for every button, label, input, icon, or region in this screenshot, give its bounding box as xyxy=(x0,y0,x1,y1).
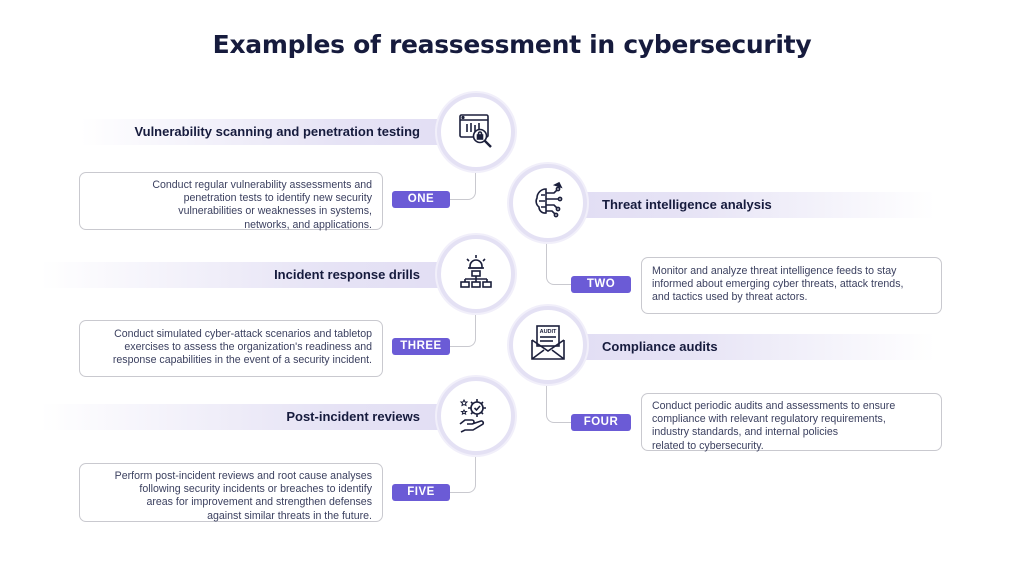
description-four-line: Conduct periodic audits and assessments … xyxy=(652,400,896,412)
heading-two: Threat intelligence analysis xyxy=(602,197,772,212)
description-five-line: following security incidents or breaches… xyxy=(139,483,372,496)
description-four-line: compliance with relevant regulatory requ… xyxy=(652,413,886,426)
description-three-line: Conduct simulated cyber-attack scenarios… xyxy=(114,328,372,340)
badge-one: ONE xyxy=(392,191,450,208)
heading-five: Post-incident reviews xyxy=(286,409,420,424)
badge-two: TWO xyxy=(571,276,631,293)
hand-gear-icon xyxy=(456,394,496,439)
brain-circuit-icon xyxy=(528,181,568,226)
badge-five: FIVE xyxy=(392,484,450,501)
audit-icon-label: AUDIT xyxy=(540,329,557,335)
badge-four: FOUR xyxy=(571,414,631,431)
band-one xyxy=(80,119,450,145)
description-one-line: Conduct regular vulnerability assessment… xyxy=(152,179,372,191)
description-two-line: informed about emerging cyber threats, a… xyxy=(652,278,904,291)
circle-five xyxy=(437,377,515,455)
description-three-line: response capabilities in the event of a … xyxy=(112,354,372,367)
description-five-line: against similar threats in the future. xyxy=(207,509,372,522)
circle-three xyxy=(437,235,515,313)
connector-five xyxy=(450,455,476,493)
connector-three xyxy=(450,312,476,347)
circle-two xyxy=(509,164,587,242)
description-two-line: Monitor and analyze threat intelligence … xyxy=(652,265,897,277)
description-two: Monitor and analyze threat intelligence … xyxy=(641,257,942,314)
badge-three: THREE xyxy=(392,338,450,355)
heading-three: Incident response drills xyxy=(274,267,420,282)
band-two xyxy=(580,192,935,218)
description-four-line: industry standards, and internal policie… xyxy=(652,426,839,439)
description-one-line: vulnerabilities or weaknesses in systems… xyxy=(178,205,372,218)
circle-one xyxy=(437,93,515,171)
heading-one: Vulnerability scanning and penetration t… xyxy=(134,124,420,139)
description-four: Conduct periodic audits and assessments … xyxy=(641,393,942,452)
connector-one xyxy=(450,170,476,200)
band-four xyxy=(580,334,935,360)
band-three xyxy=(40,262,450,288)
vulnerability-scan-icon xyxy=(456,110,496,155)
alarm-network-icon xyxy=(456,252,496,297)
page-title: Examples of reassessment in cybersecurit… xyxy=(212,30,812,59)
description-two-line: and tactics used by threat actors. xyxy=(652,291,808,304)
band-five xyxy=(40,404,450,430)
audit-envelope-icon: AUDIT xyxy=(528,323,568,368)
description-four-line: related to cybersecurity. xyxy=(652,439,764,452)
description-one: Conduct regular vulnerability assessment… xyxy=(79,172,383,231)
description-five-line: areas for improvement and strengthen def… xyxy=(146,496,372,509)
description-five-line: Perform post-incident reviews and root c… xyxy=(114,470,372,482)
connector-four xyxy=(546,382,572,423)
description-one-line: penetration tests to identify new securi… xyxy=(183,192,372,205)
description-five: Perform post-incident reviews and root c… xyxy=(79,463,383,522)
description-three: Conduct simulated cyber-attack scenarios… xyxy=(79,320,383,377)
heading-four: Compliance audits xyxy=(602,339,718,354)
description-one-line: networks, and applications. xyxy=(244,218,372,231)
connector-two xyxy=(546,238,572,285)
circle-four: AUDIT xyxy=(509,306,587,384)
description-three-line: exercises to assess the organization's r… xyxy=(124,341,372,354)
